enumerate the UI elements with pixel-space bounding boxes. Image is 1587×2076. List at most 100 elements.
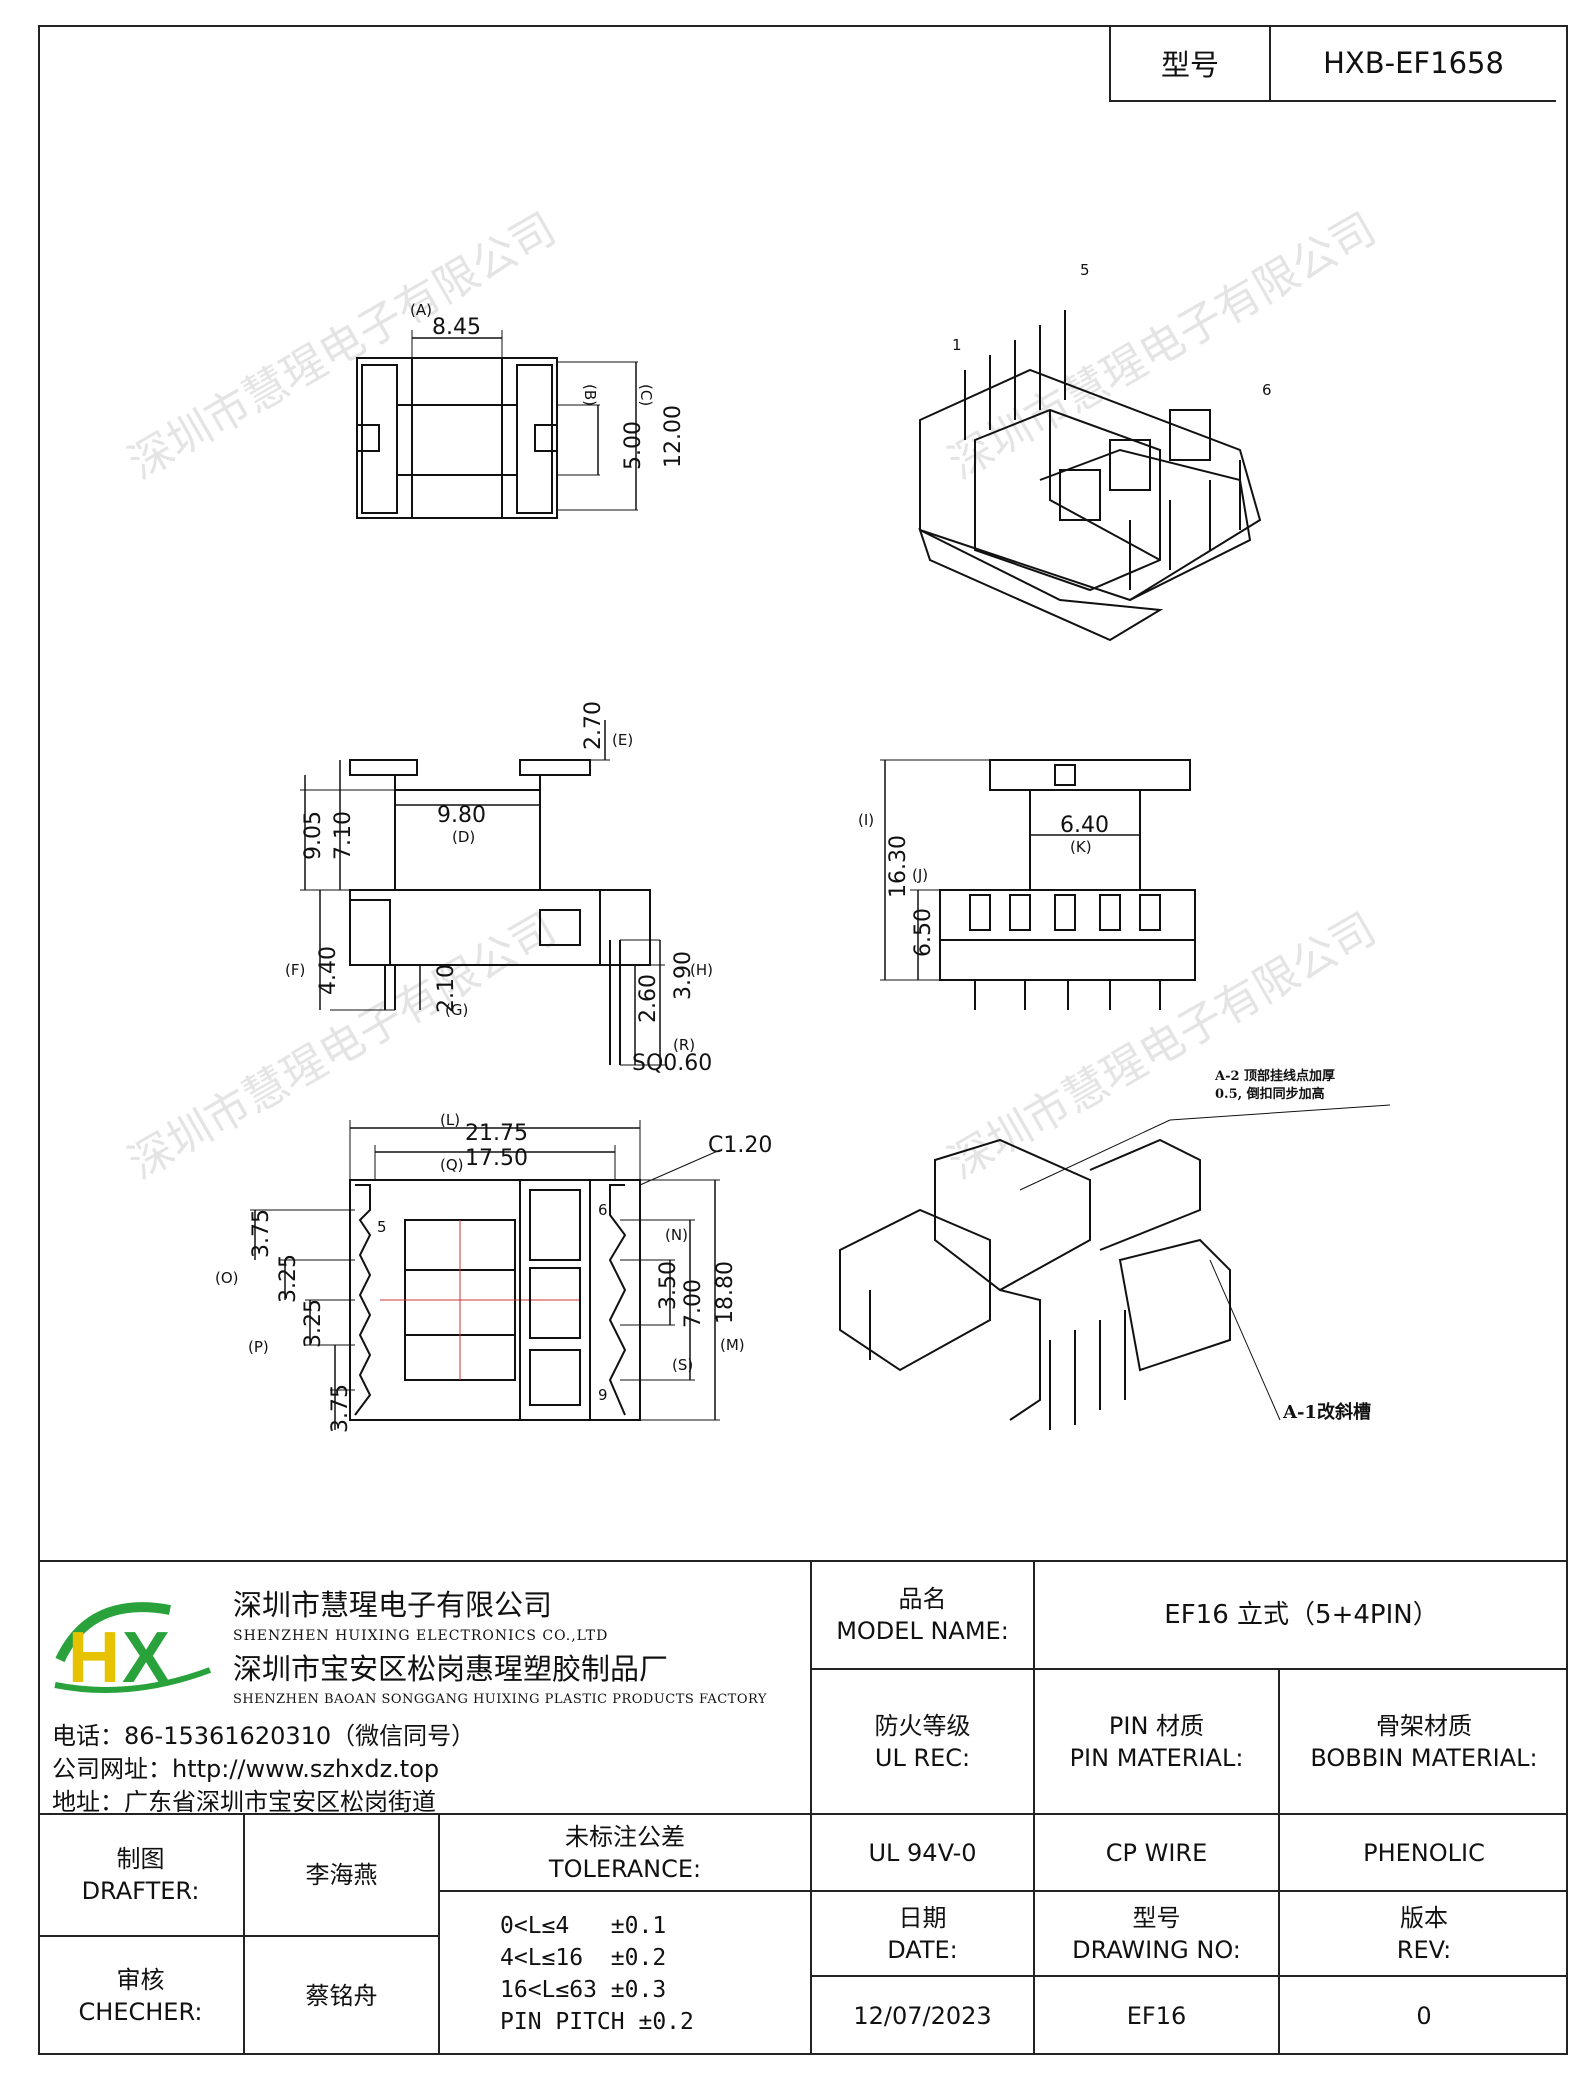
svg-text:H: H	[68, 1618, 120, 1698]
dim-g-tag: (G)	[445, 1001, 468, 1019]
pin-5-label: 5	[1080, 261, 1090, 279]
company-phone: 电话：86-15361620310（微信同号）	[52, 1722, 476, 1750]
dim-m: 18.80	[713, 1261, 738, 1324]
dim-710: 7.10	[331, 811, 356, 860]
drafter-label: 制图 DRAFTER:	[38, 1815, 243, 1935]
dim-g: 2.10	[434, 964, 459, 1013]
dim-s-tag: (S)	[672, 1356, 693, 1374]
iso-view-top: 1 5 6	[918, 261, 1272, 642]
dim-d: 9.80	[437, 803, 486, 828]
pin-material-label: PIN 材质 PIN MATERIAL:	[1035, 1670, 1278, 1813]
date-cn: 日期	[898, 1903, 947, 1932]
company-logo: H X	[50, 1590, 215, 1704]
drafter-en: DRAFTER:	[81, 1877, 200, 1905]
bobbin-material-label: 骨架材质 BOBBIN MATERIAL:	[1280, 1670, 1568, 1813]
dim-b: 5.00	[621, 421, 646, 470]
dim-a: 8.45	[432, 315, 481, 340]
dim-m-tag: (M)	[720, 1336, 745, 1354]
rev-value: 0	[1416, 2002, 1432, 2030]
bobbin-cn: 骨架材质	[1376, 1711, 1472, 1740]
drawing-no-label: 型号 DRAWING NO:	[1035, 1892, 1278, 1975]
checker-cn: 审核	[116, 1966, 165, 1994]
checker-name: 蔡铭舟	[305, 1982, 378, 2010]
top-view: (A) 8.45 (B) 5.00 (C) 12.00	[356, 301, 686, 519]
ul-en: UL REC:	[874, 1743, 971, 1772]
side-view: 2.70 (E) 9.80 (D) 9.05 7.10 (F) 4.40 2.1…	[285, 701, 713, 1076]
front-view: (I) 16.30 (J) 6.50 6.40 (K)	[858, 759, 1196, 1010]
dim-s: 7.00	[681, 1279, 706, 1328]
pin-5-bottom: 5	[377, 1218, 387, 1236]
watermark-1: 深圳市慧瑆电子有限公司	[120, 203, 565, 489]
model-header: 型号 HXB-EF1658	[1109, 25, 1556, 102]
dim-p: 3.25	[276, 1254, 301, 1303]
company-contact: 电话：86-15361620310（微信同号） 公司网址：http://www.…	[52, 1720, 475, 1819]
dim-j: 6.50	[911, 908, 936, 957]
dim-sq: SQ0.60	[632, 1051, 712, 1076]
tolerance-line-4: PIN PITCH ±0.2	[500, 2008, 694, 2035]
dim-q-tag: (Q)	[440, 1156, 464, 1174]
company-name-en: SHENZHEN HUIXING ELECTRONICS CO.,LTD	[233, 1628, 609, 1644]
rev-en: REV:	[1396, 1935, 1452, 1964]
dim-b-tag: (B)	[581, 384, 599, 406]
tolerance-line-2: 4<L≤16 ±0.2	[500, 1944, 667, 1971]
note-a2-line2: 0.5, 倒扣同步加高	[1215, 1086, 1325, 1102]
dim-k: 6.40	[1060, 813, 1109, 838]
dim-c-tag: (C)	[637, 384, 655, 406]
company-website[interactable]: 公司网址：http://www.szhxdz.top	[52, 1755, 440, 1783]
tolerance-lines: 0<L≤4 ±0.1 4<L≤16 ±0.2 16<L≤63 ±0.3 PIN …	[440, 1892, 810, 2055]
pin-1-label: 1	[952, 336, 962, 354]
pin-value: CP WIRE	[1105, 1838, 1208, 1867]
checker-label: 审核 CHECHER:	[38, 1937, 243, 2055]
company-names: 深圳市慧瑆电子有限公司 SHENZHEN HUIXING ELECTRONICS…	[233, 1582, 767, 1707]
ul-value: UL 94V-0	[868, 1838, 977, 1867]
watermarks: 深圳市慧瑆电子有限公司 深圳市慧瑆电子有限公司 深圳市慧瑆电子有限公司 深圳市慧…	[120, 203, 1385, 1189]
rev-cn: 版本	[1400, 1903, 1448, 1932]
dim-n-tag: (N)	[665, 1226, 688, 1244]
dim-a-tag: (A)	[410, 301, 432, 319]
model-name-en: MODEL NAME:	[836, 1617, 1009, 1645]
drawing-en: DRAWING NO:	[1072, 1935, 1241, 1964]
model-label: 型号	[1111, 25, 1271, 100]
company-address: 地址：广东省深圳市宝安区松岗街道	[52, 1788, 436, 1816]
dim-e: 2.70	[581, 701, 606, 750]
bobbin-value: PHENOLIC	[1363, 1838, 1485, 1867]
watermark-4: 深圳市慧瑆电子有限公司	[940, 903, 1385, 1189]
dim-p2: 3.25	[301, 1299, 326, 1348]
drawing-frame	[38, 25, 1568, 2055]
dim-i-tag: (I)	[858, 811, 874, 829]
bobbin-en: BOBBIN MATERIAL:	[1310, 1743, 1538, 1772]
note-a1: A-1改斜槽	[1282, 1401, 1371, 1423]
dim-r-tag: (R)	[673, 1036, 695, 1054]
dim-c120: C1.20	[708, 1133, 772, 1158]
model-name-value: EF16 立式（5+4PIN）	[1164, 1600, 1439, 1630]
dim-l-tag: (L)	[440, 1111, 460, 1129]
dim-q: 17.50	[465, 1146, 528, 1171]
dim-260: 2.60	[636, 974, 661, 1023]
dim-p-tag: (P)	[248, 1338, 269, 1356]
tolerance-cn: 未标注公差	[565, 1822, 685, 1851]
dim-d-tag: (D)	[452, 828, 475, 846]
tolerance-en: TOLERANCE:	[548, 1854, 702, 1883]
dim-f-tag: (F)	[285, 961, 305, 979]
note-a2-line1: A-2 顶部挂线点加厚	[1214, 1068, 1335, 1084]
dim-e-tag: (E)	[612, 731, 633, 749]
date-value: 12/07/2023	[853, 2002, 992, 2030]
dim-n: 3.50	[656, 1261, 681, 1310]
dim-f: 4.40	[316, 946, 341, 995]
dim-o2: 3.75	[328, 1384, 353, 1433]
tolerance-line-1: 0<L≤4 ±0.1	[500, 1912, 667, 1939]
watermark-2: 深圳市慧瑆电子有限公司	[940, 203, 1385, 489]
drawing-no-value: EF16	[1126, 2002, 1187, 2030]
dim-c: 12.00	[661, 405, 686, 468]
dim-h-tag: (H)	[690, 961, 713, 979]
model-name-cn: 品名	[898, 1585, 947, 1613]
tolerance-label: 未标注公差 TOLERANCE:	[440, 1815, 810, 1890]
dim-j-tag: (J)	[912, 866, 928, 884]
checker-en: CHECHER:	[78, 1998, 203, 2026]
company-name-cn: 深圳市慧瑆电子有限公司	[233, 1588, 553, 1622]
date-label: 日期 DATE:	[812, 1892, 1033, 1975]
dim-h: 3.90	[671, 951, 696, 1000]
dim-o: 3.75	[249, 1209, 274, 1258]
dim-i: 16.30	[886, 835, 911, 898]
ul-rec-label: 防火等级 UL REC:	[812, 1670, 1033, 1813]
